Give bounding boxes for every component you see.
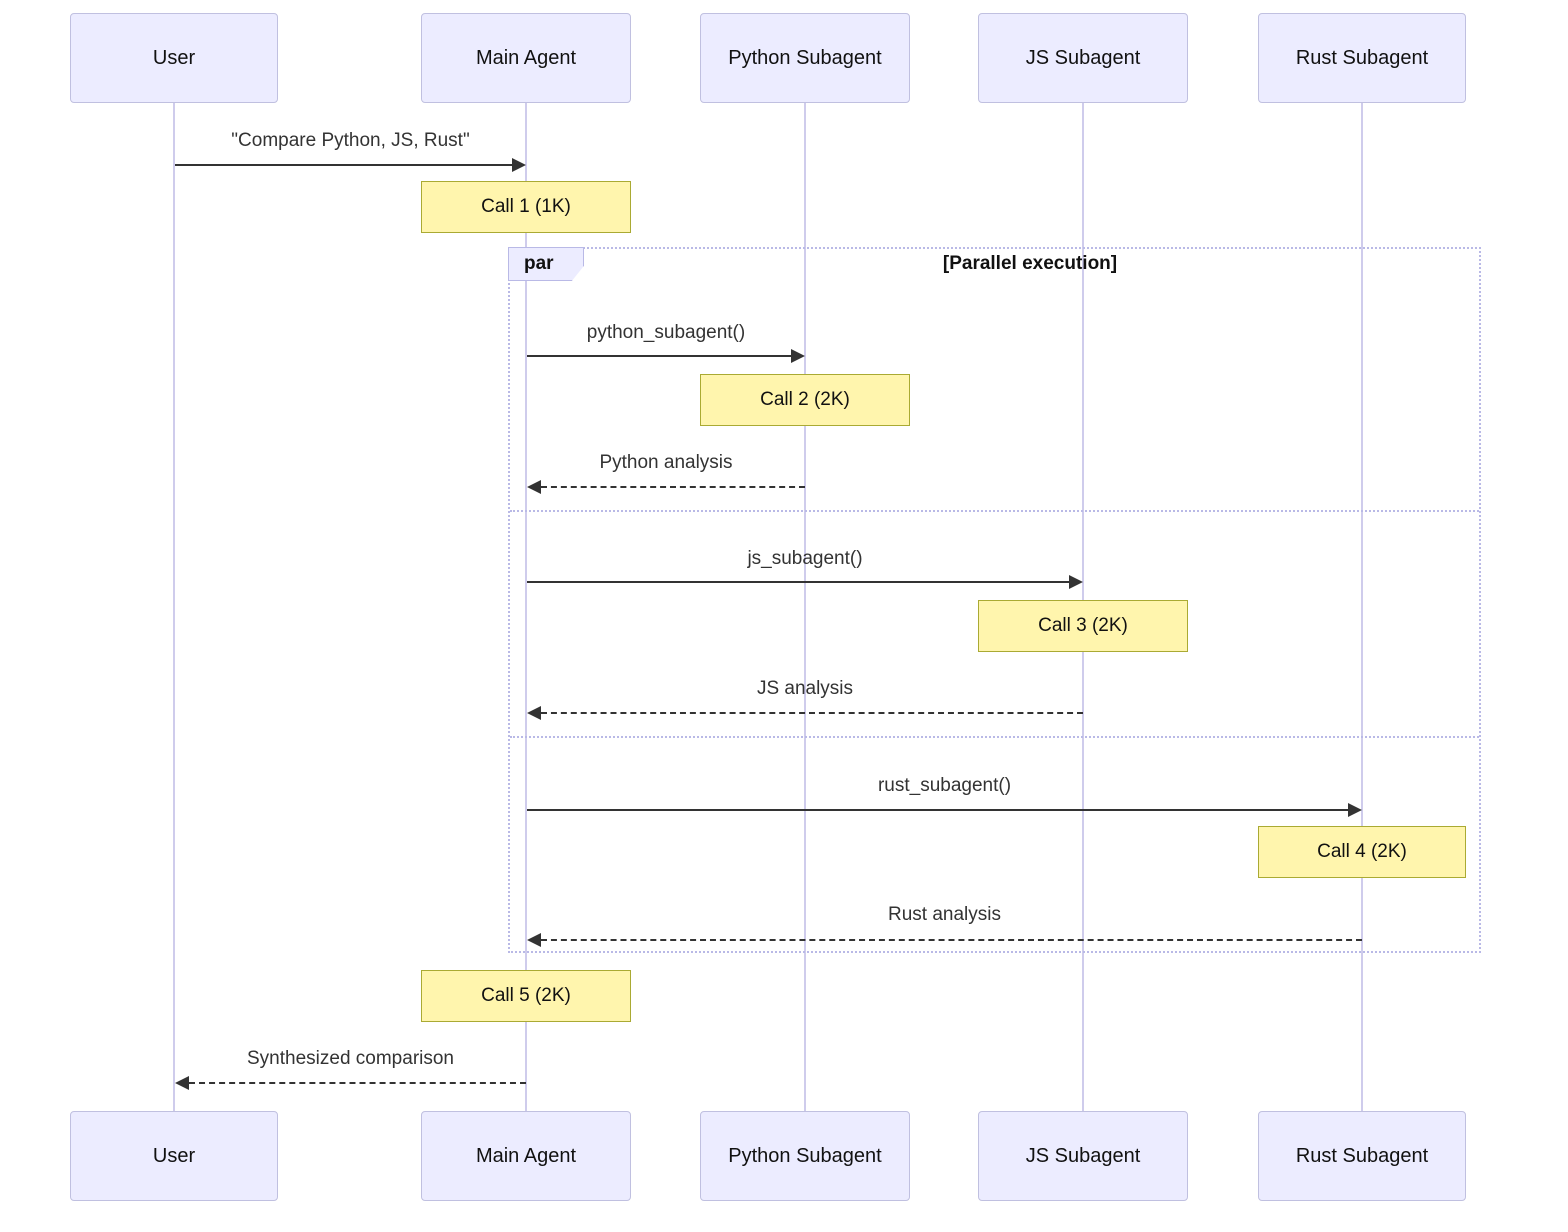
actor-label: User	[152, 1144, 196, 1167]
actor-top-rust-subagent: Rust Subagent	[1258, 13, 1466, 103]
actor-label: Rust Subagent	[1295, 46, 1429, 69]
lifeline-rust-subagent	[1361, 103, 1363, 1111]
message-label-js-subagent-call: js_subagent()	[747, 548, 863, 569]
actor-label: Rust Subagent	[1295, 1144, 1429, 1167]
actor-bottom-js-subagent: JS Subagent	[978, 1111, 1188, 1201]
lifeline-python-subagent	[804, 103, 806, 1111]
par-divider	[510, 736, 1479, 738]
par-label-text: par	[524, 253, 554, 274]
note-call-4: Call 4 (2K)	[1258, 826, 1466, 878]
note-label: Call 1 (1K)	[481, 196, 571, 217]
arrowhead-right-icon	[791, 349, 805, 363]
par-condition: [Parallel execution]	[942, 253, 1118, 274]
par-frame	[508, 247, 1481, 953]
actor-label: JS Subagent	[1025, 1144, 1141, 1167]
arrowhead-right-icon	[1069, 575, 1083, 589]
actor-bottom-user: User	[70, 1111, 278, 1201]
note-label: Call 5 (2K)	[481, 985, 571, 1006]
actor-top-js-subagent: JS Subagent	[978, 13, 1188, 103]
arrowhead-left-icon	[527, 480, 541, 494]
note-label: Call 4 (2K)	[1317, 841, 1407, 862]
actor-top-user: User	[70, 13, 278, 103]
actor-bottom-python-subagent: Python Subagent	[700, 1111, 910, 1201]
par-divider	[510, 510, 1479, 512]
actor-top-main-agent: Main Agent	[421, 13, 631, 103]
note-call-5: Call 5 (2K)	[421, 970, 631, 1022]
message-label-python-subagent-call: python_subagent()	[586, 322, 746, 343]
actor-top-python-subagent: Python Subagent	[700, 13, 910, 103]
message-label-compare: "Compare Python, JS, Rust"	[231, 130, 470, 151]
message-label-rust-analysis: Rust analysis	[888, 904, 1001, 925]
message-line	[527, 809, 1348, 811]
actor-bottom-main-agent: Main Agent	[421, 1111, 631, 1201]
actor-label: Main Agent	[475, 1144, 577, 1167]
actor-label: JS Subagent	[1025, 46, 1141, 69]
message-label-synthesized-comparison: Synthesized comparison	[247, 1048, 454, 1069]
actor-bottom-rust-subagent: Rust Subagent	[1258, 1111, 1466, 1201]
arrowhead-right-icon	[512, 158, 526, 172]
message-line-dashed	[541, 712, 1083, 714]
note-call-2: Call 2 (2K)	[700, 374, 910, 426]
actor-label: Python Subagent	[728, 46, 882, 69]
message-line	[527, 581, 1069, 583]
note-label: Call 3 (2K)	[1038, 615, 1128, 636]
arrowhead-left-icon	[175, 1076, 189, 1090]
message-line	[527, 355, 791, 357]
actor-label: User	[152, 46, 196, 69]
message-line-dashed	[189, 1082, 526, 1084]
note-call-3: Call 3 (2K)	[978, 600, 1188, 652]
lifeline-user	[173, 103, 175, 1111]
lifeline-main-agent	[525, 103, 527, 1111]
message-label-rust-subagent-call: rust_subagent()	[877, 775, 1012, 796]
arrowhead-right-icon	[1348, 803, 1362, 817]
message-label-js-analysis: JS analysis	[756, 678, 854, 699]
par-label: par	[508, 247, 584, 281]
actor-label: Python Subagent	[728, 1144, 882, 1167]
note-call-1: Call 1 (1K)	[421, 181, 631, 233]
message-line	[175, 164, 512, 166]
arrowhead-left-icon	[527, 933, 541, 947]
message-line-dashed	[541, 939, 1362, 941]
message-line-dashed	[541, 486, 805, 488]
actor-label: Main Agent	[475, 46, 577, 69]
message-label-python-analysis: Python analysis	[599, 452, 733, 473]
note-label: Call 2 (2K)	[760, 389, 850, 410]
arrowhead-left-icon	[527, 706, 541, 720]
